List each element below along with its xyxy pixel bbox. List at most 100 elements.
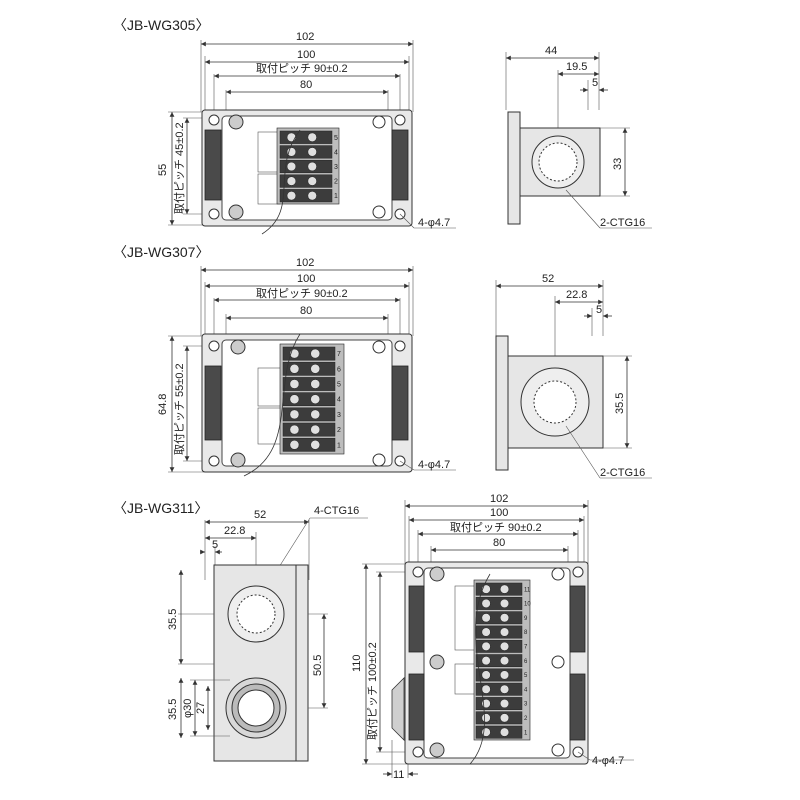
wg305-seal-left [204, 129, 222, 201]
wg305-label-102: 102 [296, 31, 314, 43]
wg307-terminal-row: 7 [282, 346, 341, 361]
wg311-terminal-row: 9 [475, 611, 528, 625]
wg305-label-55: 55 [157, 164, 169, 176]
wg307-terminal-screw [289, 439, 300, 450]
wg311-terminal-label: 11 [524, 587, 531, 593]
wg307-terminal-screw [289, 363, 300, 374]
wg311-terminal-label: 8 [524, 630, 528, 636]
wg311-seal-right-lower [569, 673, 586, 741]
wg307-terminal-screw [289, 379, 300, 389]
wg305-terminal-row: 1 [279, 189, 338, 203]
wg311-label-35-5a: 35.5 [167, 609, 179, 630]
wg311-label-35-5b: 35.5 [167, 699, 179, 720]
wg311-terminal-screw [481, 684, 491, 694]
wg311-label-22-8: 22.8 [224, 525, 245, 537]
wg311-seal-right-upper [569, 585, 586, 653]
wg311-label-27: 27 [195, 702, 207, 714]
wg311-terminal-label: 7 [524, 644, 528, 650]
wg305-terminal-screw [307, 132, 317, 142]
wg307-terminal-row: 6 [282, 361, 341, 376]
wg307-terminal-row: 2 [282, 422, 341, 437]
wg305-terminal-label: 5 [334, 135, 338, 142]
wg307-label-80: 80 [300, 305, 312, 317]
wg307-label-ctg: 2-CTG16 [600, 467, 645, 479]
wg311-terminal-row: 3 [475, 697, 528, 710]
wg305-terminal-screw [307, 147, 317, 157]
wg305-terminal-screw [307, 191, 317, 201]
wg307-label-hole: 4-φ4.7 [418, 459, 450, 471]
wg307-terminal-screw [310, 424, 321, 435]
wg311-label-ctg: 4-CTG16 [314, 505, 359, 517]
wg307-terminal-screw [310, 439, 321, 450]
wg305-seal-right [391, 129, 409, 201]
wg311-terminal-row: 10 [475, 597, 531, 610]
wg311-terminal-screw [499, 713, 510, 723]
wg307-label-35-5: 35.5 [614, 393, 626, 414]
wg311-terminal-row: 4 [475, 682, 528, 696]
wg307-terminal-row: 3 [282, 407, 341, 422]
wg307-label-5: 5 [596, 304, 602, 316]
wg307-terminal-label: 3 [337, 412, 341, 419]
wg305-mount-hole [394, 114, 406, 126]
wg307-terminal-screw [289, 424, 300, 435]
wg311-label-50-5: 50.5 [312, 655, 324, 676]
wg311-terminal-row: 1 [475, 725, 528, 739]
wg307-label-52: 52 [542, 273, 554, 285]
wg307-terminal-screw [310, 379, 321, 389]
wg307-terminal-label: 1 [337, 442, 341, 449]
wg305-label-hpitch: 取付ピッチ 45±0.2 [173, 122, 186, 214]
wg305-terminal-screw [286, 191, 297, 201]
wg311-terminal-row: 7 [475, 639, 528, 653]
wg305-side-flange [507, 111, 521, 225]
wg305-screw [372, 115, 386, 129]
wg305-label-19-5: 19.5 [566, 61, 587, 73]
wg305-terminal-screw [286, 132, 297, 142]
wg307-terminal-label: 2 [337, 427, 341, 434]
wg307-terminal-row: 4 [282, 392, 341, 407]
wg311-terminal-screw [499, 670, 510, 680]
wg311-label-102: 102 [490, 493, 508, 505]
wg307-seal-left [204, 365, 222, 441]
wg311-terminal-label: 4 [524, 687, 528, 693]
wg307-label-102: 102 [296, 257, 314, 269]
wg311-terminal-screw [499, 598, 510, 608]
wg311-terminal-screw [481, 670, 491, 680]
wg311-terminal-label: 10 [524, 602, 531, 608]
wg311-terminal-screw [499, 699, 510, 709]
wg311-label-hole: 4-φ4.7 [592, 755, 624, 767]
wg311-label-110: 110 [351, 654, 363, 672]
wg307-seal-right [391, 365, 409, 441]
wg307-label-64-8: 64.8 [157, 394, 169, 415]
wg307-terminal-screw [289, 409, 300, 420]
wg305-terminal-label: 3 [334, 164, 338, 171]
wg311-section: 〈JB-WG311〉 52 22.8 5 4-CTG16 35.5 50.5 3… [113, 493, 634, 781]
wg305-screw [372, 205, 386, 219]
wg307-terminal-screw [289, 394, 300, 405]
wg305-label-5: 5 [592, 77, 598, 89]
wg307-label-100: 100 [297, 273, 315, 285]
wg311-terminal-screw [481, 641, 491, 651]
wg307-terminal-row: 5 [282, 377, 341, 391]
wg311-terminal-screw [499, 641, 510, 651]
wg311-title: 〈JB-WG311〉 [113, 500, 208, 516]
wg305-label-80: 80 [300, 79, 312, 91]
wg305-terminal-label: 4 [334, 149, 338, 156]
wg311-terminal-screw [499, 684, 510, 694]
wg311-seal-left-upper [408, 585, 425, 653]
wg311-terminal-label: 9 [524, 616, 528, 622]
wg305-mount-hole [208, 114, 220, 126]
wg311-terminal-screw [499, 727, 510, 737]
wg305-mount-hole [208, 208, 220, 220]
wg307-title: 〈JB-WG307〉 [113, 244, 209, 260]
wg311-label-phi30: φ30 [182, 699, 194, 718]
wg305-label-33: 33 [612, 158, 624, 170]
wg305-terminal-screw [286, 176, 297, 186]
wg311-terminal-row: 6 [475, 654, 528, 668]
wg311-terminal-screw [481, 598, 491, 608]
wg307-side-flange [495, 335, 509, 471]
wg307-section: 〈JB-WG307〉 102 100 取付ピッチ 90±0.2 80 64.8 … [113, 244, 652, 479]
wg305-label-hole: 4-φ4.7 [418, 217, 450, 229]
wg305-label-44: 44 [545, 45, 557, 57]
wg305-terminal-row: 5 [279, 130, 338, 144]
